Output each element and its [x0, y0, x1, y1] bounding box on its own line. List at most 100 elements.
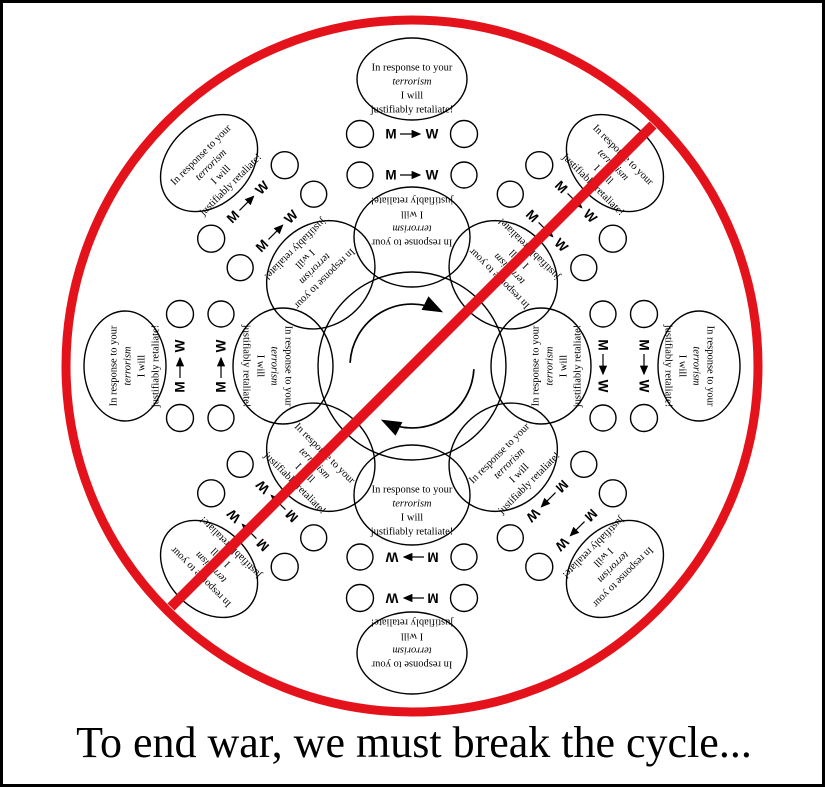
thought-trail-circle	[207, 404, 235, 432]
war-sender-label: M	[427, 550, 438, 565]
retaliation-spoke-90: In response to your terrorism I willjustif…	[490, 299, 741, 433]
inner-speech-bubble	[490, 307, 592, 425]
thought-trail-circle	[449, 583, 479, 613]
bubble-text-line: terrorism	[269, 346, 280, 386]
thought-trail-circle	[345, 119, 375, 149]
war-receiver-label: W	[426, 168, 439, 183]
inner-speech-bubble	[353, 186, 471, 288]
thought-trail-circle	[598, 224, 628, 253]
war-receiver-label: W	[523, 505, 543, 525]
cycle-arrow-bottom-icon	[380, 369, 475, 436]
war-exchange-row: MW	[207, 300, 235, 432]
bubble-text-line: In response to your	[283, 326, 294, 407]
bubble-text-line: justifiably retaliate!	[151, 325, 162, 409]
thought-trail-circle	[196, 479, 226, 508]
bubble-text-line: justifiably retaliate!	[370, 527, 454, 538]
bubble-text-line: terrorism	[691, 346, 702, 386]
war-sender-label: M	[596, 339, 611, 350]
bubble-text-line: In response to your	[531, 325, 542, 406]
war-receiver-label: W	[253, 477, 273, 497]
thought-trail-circle	[345, 583, 375, 613]
retaliation-spoke-180: In response to your terrorism I will justif…	[345, 444, 479, 695]
thought-trail-circle	[598, 479, 628, 508]
cycle-arrow-top-icon	[349, 296, 444, 363]
prohibition-sign-icon	[61, 15, 763, 717]
bubble-text-line: I will	[401, 209, 424, 220]
thought-trail-circle	[525, 150, 554, 180]
bubble-text-line: justifiably retaliate!	[370, 105, 454, 116]
thought-trail-circle	[496, 524, 524, 552]
prohibition-ring	[61, 15, 763, 717]
thought-trail-circle	[300, 180, 328, 208]
thought-trail-circle	[196, 224, 226, 253]
inner-speech-bubble	[232, 307, 334, 425]
bubble-text-line: justifiably retaliate!	[371, 195, 455, 206]
bubble-text-line: I will	[401, 91, 424, 102]
war-sender-label: M	[637, 339, 652, 350]
thought-trail-circle	[449, 119, 479, 149]
war-receiver-label: W	[551, 235, 571, 255]
war-receiver-label: W	[426, 127, 439, 142]
war-receiver-label: W	[580, 206, 600, 226]
war-sender-label: M	[173, 381, 188, 392]
war-exchange-row: MW	[165, 299, 195, 433]
war-receiver-label: W	[385, 550, 398, 565]
war-arrow-icon	[569, 521, 585, 537]
war-arrow-icon	[239, 195, 255, 211]
outer-speech-bubble	[83, 310, 167, 422]
bubble-text-line: In response to your	[372, 485, 453, 496]
bubble-text-line: justifiably retaliate!	[573, 325, 584, 409]
war-receiver-label: W	[252, 178, 272, 198]
inner-speech-bubble	[448, 402, 559, 513]
prohibition-slash	[167, 121, 657, 611]
war-receiver-label: W	[173, 339, 188, 352]
war-receiver-label: W	[637, 380, 652, 393]
bubble-text-line: justifiably retaliate!	[241, 324, 252, 408]
war-receiver-label: W	[224, 506, 244, 526]
outer-speech-bubble	[657, 310, 741, 422]
war-sender-label: M	[385, 168, 396, 183]
bubble-text-line: I will	[401, 631, 424, 642]
thought-trail-circle	[589, 300, 617, 328]
bubble-text-line: terrorism	[123, 346, 134, 386]
thought-trail-circle	[346, 543, 374, 571]
bubble-text-line: In response to your	[109, 325, 120, 406]
war-sender-label: M	[385, 127, 396, 142]
thought-trail-circle	[629, 299, 659, 329]
thought-trail-circle	[589, 404, 617, 432]
war-exchange-row: MW	[345, 583, 479, 613]
outer-speech-bubble	[356, 37, 468, 121]
thought-trail-circle	[226, 450, 254, 478]
bubble-text-line: I will	[559, 355, 570, 378]
inner-speech-bubble	[265, 219, 376, 330]
thought-trail-circle	[570, 254, 598, 282]
thought-trail-circle	[450, 161, 478, 189]
bubble-text-line: terrorism	[392, 77, 432, 88]
bubble-text-line: terrorism	[392, 499, 432, 510]
war-arrow-icon	[540, 492, 556, 508]
thought-trail-circle	[165, 299, 195, 329]
thought-trail-circle	[629, 403, 659, 433]
war-sender-label: M	[427, 591, 438, 606]
bubble-text-line: In response to your	[371, 659, 452, 670]
poster-caption: To end war, we must break the cycle...	[76, 718, 752, 767]
outer-speech-bubble	[565, 519, 665, 619]
central-cycle	[317, 271, 507, 461]
